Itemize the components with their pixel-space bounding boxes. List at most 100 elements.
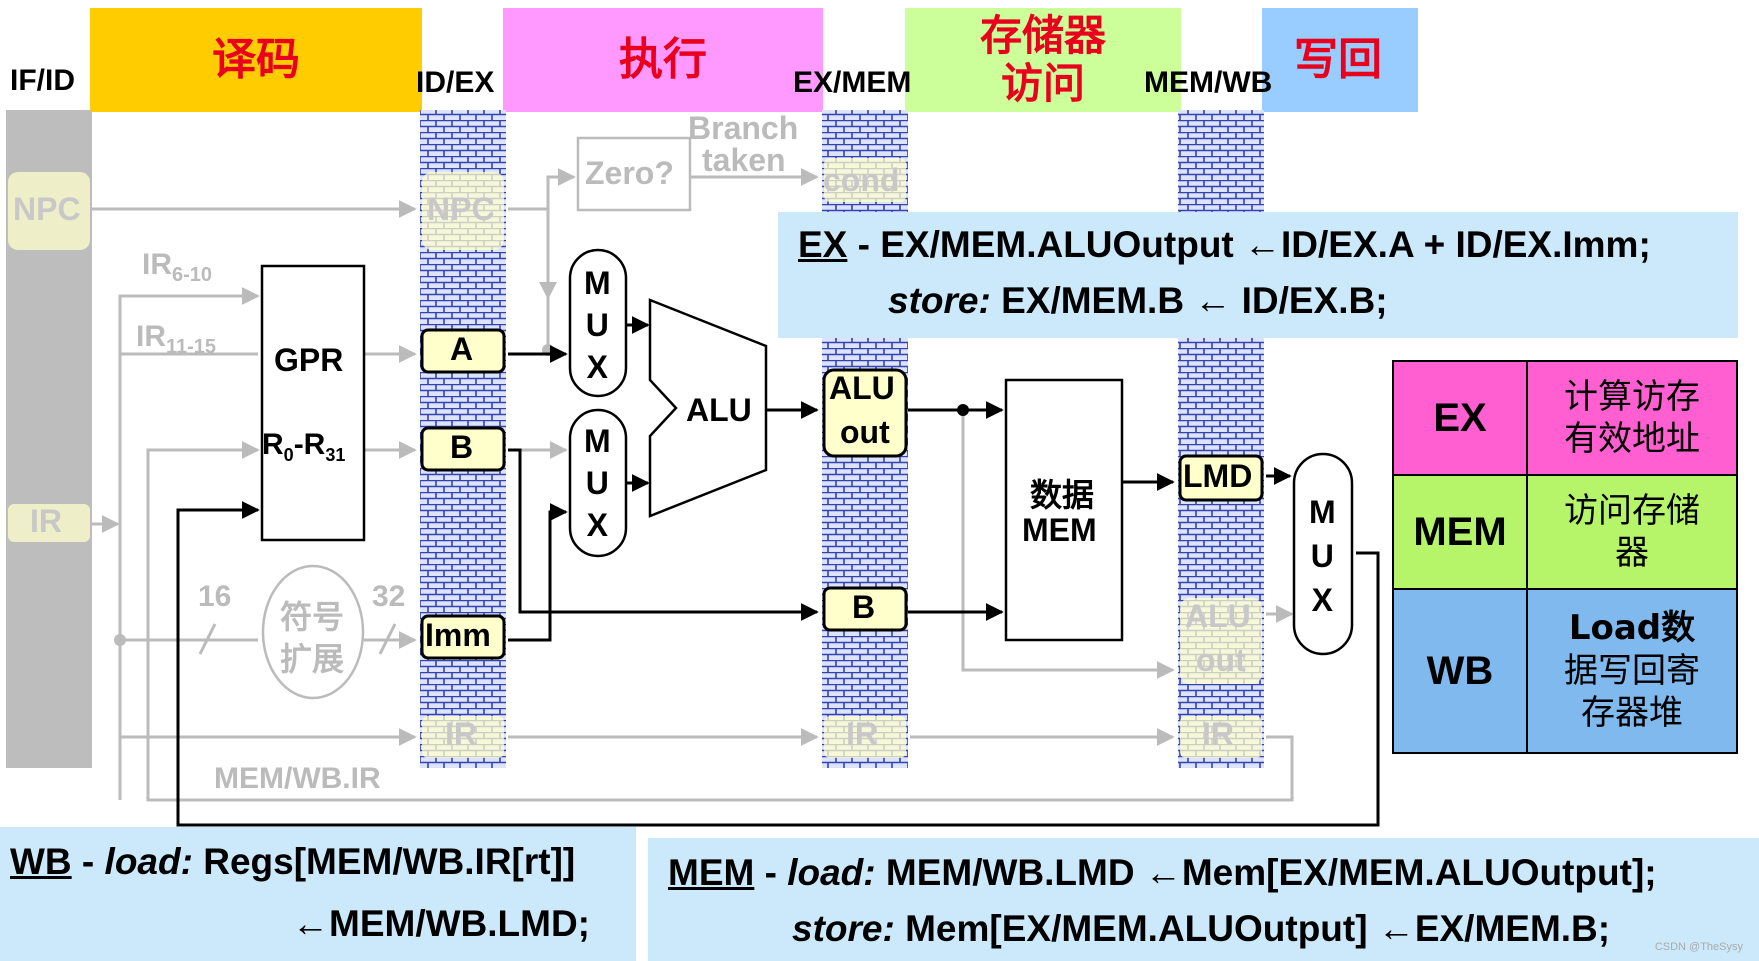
memwb-aluout-text-2: out (1196, 642, 1246, 678)
wb-info-line-1: WB - load: Regs[MEM/WB.IR[rt]] (10, 841, 575, 883)
gpr-range: R0-R31 (262, 428, 345, 466)
sign-extend-text-1: 符号 (280, 598, 345, 636)
mux-wb-x: X (1311, 582, 1333, 618)
ifid-npc-box (8, 172, 90, 250)
wb-info-load-kw: load: (104, 841, 193, 882)
sign-extend-text-2: 扩展 (280, 640, 345, 678)
mem-info-store-kw: store: (792, 908, 895, 949)
gpr-range-sub31: 31 (325, 445, 346, 465)
ir-6-10-label: IR6-10 (142, 248, 212, 287)
mux-wb-u: U (1310, 538, 1334, 574)
exmem-ir-text: IR (846, 716, 878, 752)
idex-ir-text: IR (445, 716, 477, 752)
stage-decode-header: 译码 (90, 8, 422, 112)
mux-b-m: M (584, 423, 611, 459)
latch-ifid-title: IF/ID (10, 64, 75, 97)
mem-info-dash: - (754, 852, 788, 893)
branch-taken-text-2: taken (702, 142, 786, 178)
mux-wb-m: M (1309, 494, 1336, 530)
summary-row-mem-stage: MEM (1392, 474, 1528, 590)
summary-row-wb-desc-1: 据写回寄 (1564, 650, 1700, 691)
exmem-b-box (822, 586, 908, 632)
ir-11-15-sub: 11-15 (166, 336, 217, 358)
summary-row-wb-stage: WB (1392, 588, 1528, 754)
summary-row-ex-desc-2: 有效地址 (1564, 419, 1700, 459)
mux-b-letters: M U X (584, 420, 611, 546)
wb-info-dash: - (71, 841, 105, 882)
idex-a-text: A (450, 331, 474, 367)
summary-row-ex-stage-text: EX (1433, 395, 1487, 440)
ex-stage-info-box: EX - EX/MEM.ALUOutput ←ID/EX.A + ID/EX.I… (778, 212, 1738, 338)
ex-info-text-1: - EX/MEM.ALUOutput ←ID/EX.A + ID/EX.Imm; (847, 224, 1651, 265)
idex-imm-text: Imm (425, 617, 491, 653)
width-32-label: 32 (372, 580, 406, 613)
memwb-ir-text: IR (1202, 716, 1234, 752)
stage-execute-header: 执行 (503, 8, 823, 112)
mux-wb-shape (1292, 452, 1354, 656)
gpr-range-sub0: 0 (283, 445, 294, 465)
summary-row-ex-stage: EX (1392, 360, 1528, 476)
latch-exmem-title: EX/MEM (793, 66, 912, 99)
gpr-register-file (260, 264, 366, 542)
mem-info-stage: MEM (668, 852, 755, 893)
wb-info-stage: WB (10, 841, 72, 882)
latch-idex-title: ID/EX (416, 66, 495, 99)
summary-row-wb-desc-2: 存器堆 (1581, 693, 1683, 734)
stage-decode-label: 译码 (212, 33, 300, 85)
summary-row-mem-stage-text: MEM (1413, 509, 1507, 554)
branch-taken-text-1: Branch (688, 110, 799, 146)
stage-memory-label-1: 存储器 (979, 10, 1106, 60)
mux-b-x: X (586, 507, 608, 543)
wb-info-text-2: ←MEM/WB.LMD; (292, 903, 590, 944)
exmem-b-text: B (852, 589, 876, 625)
mux-a-letters: M U X (584, 262, 611, 388)
mux-wb-letters: M U X (1309, 490, 1336, 622)
mem-info-text-1: MEM/WB.LMD ←Mem[EX/MEM.ALUOutput]; (875, 852, 1657, 893)
memwb-lmd-text: LMD (1183, 458, 1253, 494)
mux-a-m: M (584, 265, 611, 301)
gpr-range-r0: R (262, 428, 284, 461)
idex-a-box (420, 328, 506, 374)
ir-6-10-sub: 6-10 (172, 264, 213, 286)
stage-writeback-label: 写回 (1294, 33, 1382, 85)
ex-info-text-2: EX/MEM.B ← ID/EX.B; (990, 280, 1388, 321)
data-memory-text-2: MEM (1022, 512, 1097, 548)
exmem-aluout-box (822, 368, 908, 458)
alu-shape (648, 298, 768, 518)
ifid-npc-text: NPC (13, 191, 81, 227)
watermark: CSDN @TheSysy (1654, 941, 1743, 953)
stage-writeback-header: 写回 (1262, 8, 1418, 112)
mem-stage-info-box: MEM - load: MEM/WB.LMD ←Mem[EX/MEM.ALUOu… (648, 838, 1759, 961)
wb-info-line-2: ←MEM/WB.LMD; (292, 903, 590, 945)
exmem-cond-box (824, 158, 906, 202)
gpr-title: GPR (274, 342, 344, 378)
ir-11-15-label: IR11-15 (136, 320, 216, 359)
summary-row-mem-desc-2: 器 (1615, 533, 1649, 573)
ir-6-10-base: IR (142, 248, 172, 281)
memwb-lmd-box (1178, 454, 1264, 502)
idex-b-box (420, 426, 506, 472)
data-memory-box (1004, 378, 1124, 642)
mem-info-load-kw: load: (787, 852, 876, 893)
exmem-cond-text: cond (823, 162, 900, 198)
stage-memory-header: 存储器 访问 (905, 8, 1181, 112)
stage-execute-label: 执行 (619, 33, 707, 85)
ifid-ir-box (8, 504, 90, 542)
summary-row-mem-desc-1: 访问存储 (1564, 490, 1700, 531)
exmem-aluout-text-2: out (840, 414, 890, 450)
width-16-label: 16 (198, 580, 232, 613)
summary-row-wb-stage-text: WB (1426, 648, 1494, 693)
idex-b-text: B (450, 429, 474, 465)
idex-npc-box (422, 172, 504, 250)
zero-text: Zero? (585, 155, 674, 191)
wb-stage-info-box: WB - load: Regs[MEM/WB.IR[rt]] ←MEM/WB.L… (0, 827, 636, 961)
alu-text: ALU (686, 392, 752, 428)
ir-11-15-base: IR (136, 320, 166, 353)
idex-npc-text: NPC (427, 191, 495, 227)
summary-row-ex-desc: 计算访存 有效地址 (1526, 360, 1738, 476)
summary-row-wb-desc-0: Load数 (1568, 608, 1696, 649)
memwb-ir-wire-label: MEM/WB.IR (214, 762, 381, 795)
ex-info-store-kw: store: (888, 280, 991, 321)
ex-info-line-1: EX - EX/MEM.ALUOutput ←ID/EX.A + ID/EX.I… (798, 224, 1651, 266)
